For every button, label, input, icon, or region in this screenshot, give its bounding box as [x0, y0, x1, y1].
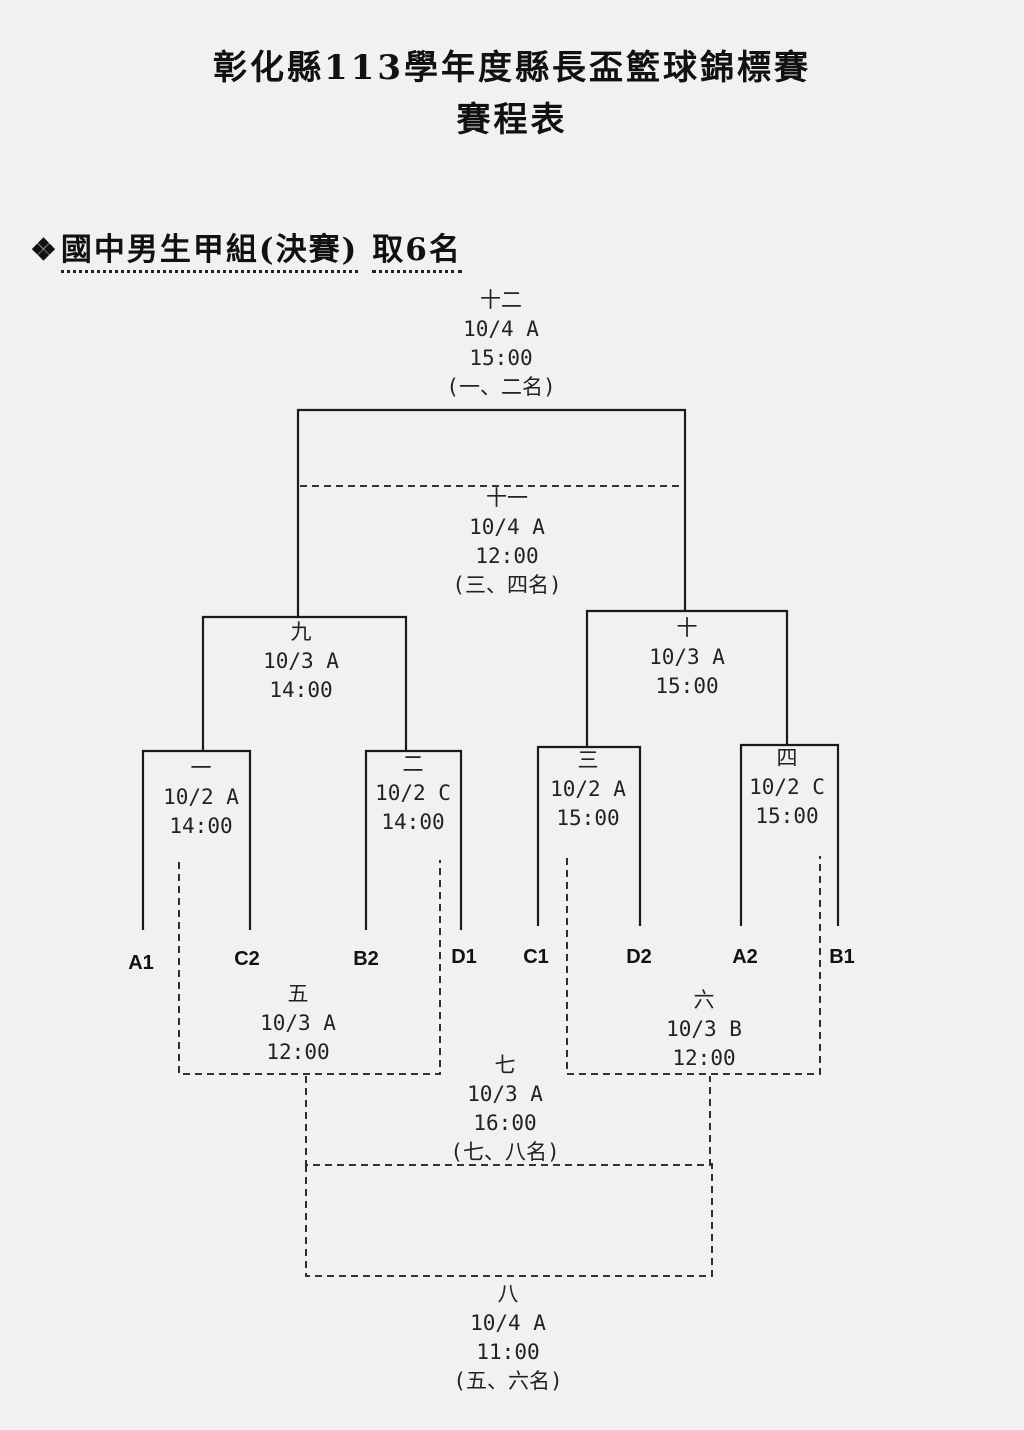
game-number: 八 — [497, 1282, 519, 1306]
game-9-label: 九 10/3 A 14:00 — [216, 618, 386, 705]
game-time: 15:00 — [755, 804, 819, 828]
game-time: 12:00 — [475, 544, 539, 568]
game-date: 10/3 A — [260, 1011, 336, 1035]
game-3-label: 三 10/2 A 15:00 — [503, 746, 673, 833]
game-time: 14:00 — [269, 678, 333, 702]
game-5-label: 五 10/3 A 12:00 — [213, 980, 383, 1067]
game-date: 10/4 A — [469, 515, 545, 539]
game-11-label: 十一 10/4 A 12:00 (三、四名) — [422, 484, 592, 600]
game-date: 10/4 A — [470, 1311, 546, 1335]
game-12-bracket — [296, 408, 687, 617]
team-c2: C2 — [234, 948, 260, 970]
game-note: (七、八名) — [450, 1140, 560, 1164]
game-note: (五、六名) — [453, 1369, 563, 1393]
game-7-bracket — [305, 1076, 711, 1166]
game-time: 14:00 — [381, 810, 445, 834]
team-a2: A2 — [732, 946, 758, 968]
team-d2: D2 — [626, 946, 652, 968]
section-heading: ❖國中男生甲組(決賽) 取6名 — [30, 224, 462, 273]
game-time: 14:00 — [169, 814, 233, 838]
page-subtitle: 賽程表 — [456, 100, 568, 140]
team-a1: A1 — [128, 952, 154, 974]
game-5-bracket — [178, 860, 441, 1075]
game-date: 10/2 A — [550, 777, 626, 801]
game-10-bracket — [585, 609, 789, 747]
game-date: 10/2 C — [375, 781, 451, 805]
game-time: 12:00 — [672, 1046, 736, 1070]
game-note: (一、二名) — [446, 375, 556, 399]
team-c1: C1 — [523, 946, 549, 968]
game-number: 一 — [190, 756, 212, 780]
game-note: (三、四名) — [452, 573, 562, 597]
game-date: 10/3 A — [263, 649, 339, 673]
game-date: 10/4 A — [463, 317, 539, 341]
game-date: 10/2 A — [163, 785, 239, 809]
game-time: 15:00 — [556, 806, 620, 830]
game-number: 三 — [577, 748, 599, 772]
game-number: 十 — [676, 616, 698, 640]
game-date: 10/3 A — [467, 1082, 543, 1106]
game-number: 七 — [494, 1053, 516, 1077]
game-time: 12:00 — [266, 1040, 330, 1064]
game-number: 十二 — [480, 288, 522, 312]
game-6-label: 六 10/3 B 12:00 — [619, 986, 789, 1073]
game-number: 十一 — [486, 486, 528, 510]
game-date: 10/3 A — [649, 645, 725, 669]
game-12-label: 十二 10/4 A 15:00 (一、二名) — [416, 286, 586, 402]
game-3-bracket — [536, 745, 642, 926]
game-9-bracket — [201, 615, 408, 751]
game-8-label: 八 10/4 A 11:00 (五、六名) — [423, 1280, 593, 1396]
game-2-bracket — [364, 749, 463, 930]
page-title: 彰化縣113學年度縣長盃籃球錦標賽 — [213, 48, 811, 88]
places-count: 取6名 — [372, 232, 462, 273]
game-number: 六 — [693, 988, 715, 1012]
game-number: 二 — [402, 752, 424, 776]
game-1-bracket — [141, 749, 252, 930]
team-b2: B2 — [353, 948, 379, 970]
game-date: 10/2 C — [749, 775, 825, 799]
game-4-bracket — [739, 743, 840, 926]
game-date: 10/3 B — [666, 1017, 742, 1041]
game-10-label: 十 10/3 A 15:00 — [602, 614, 772, 701]
game-time: 15:00 — [655, 674, 719, 698]
game-8-bracket — [305, 1163, 713, 1277]
game-time: 15:00 — [469, 346, 533, 370]
game-6-bracket — [566, 856, 821, 1075]
game-time: 11:00 — [476, 1340, 540, 1364]
diamond-cluster-icon: ❖ — [30, 233, 59, 268]
game-2-label: 二 10/2 C 14:00 — [328, 750, 498, 837]
team-d1: D1 — [451, 946, 477, 968]
game-number: 五 — [287, 982, 309, 1006]
game-number: 九 — [290, 620, 312, 644]
game-1-label: 一 10/2 A 14:00 — [116, 754, 286, 841]
team-b1: B1 — [829, 946, 855, 968]
group-name: 國中男生甲組(決賽) — [60, 232, 359, 273]
game-number: 四 — [776, 746, 798, 770]
game-time: 16:00 — [473, 1111, 537, 1135]
game-7-label: 七 10/3 A 16:00 (七、八名) — [420, 1051, 590, 1167]
game-4-label: 四 10/2 C 15:00 — [702, 744, 872, 831]
